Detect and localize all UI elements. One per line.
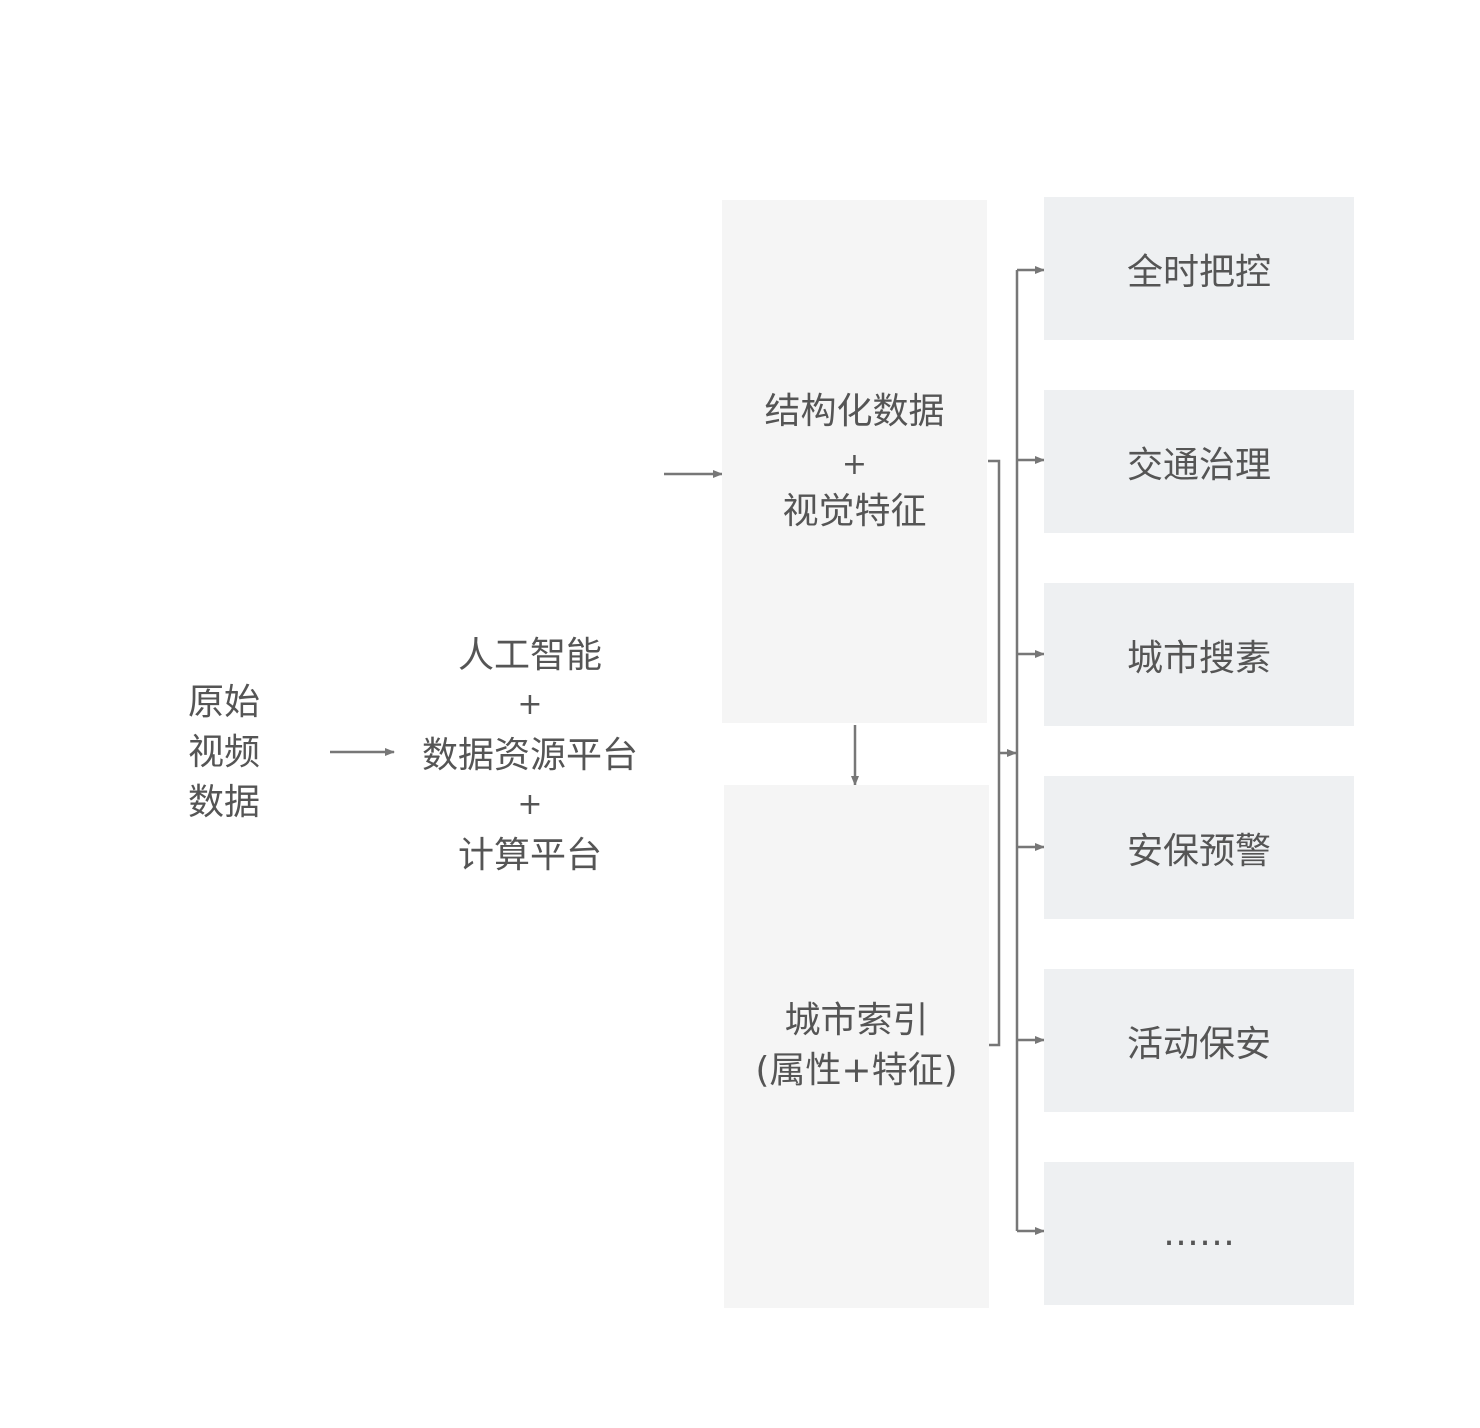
app-card-4: 安保预警 (1044, 776, 1354, 919)
city-index-panel: 城市索引 (属性+特征) (724, 785, 989, 1308)
app-card-4-label: 安保预警 (1126, 830, 1271, 872)
structured-line-2: 视觉特征 (782, 491, 927, 532)
app-card-6: …… (1044, 1162, 1354, 1305)
structured-plus: + (841, 447, 868, 482)
index-line-2: (属性+特征) (755, 1050, 958, 1091)
app-card-5: 活动保安 (1044, 969, 1354, 1112)
platform-plus-1: + (517, 687, 543, 722)
index-line-1: 城市索引 (784, 1000, 929, 1041)
app-card-3: 城市搜素 (1044, 583, 1354, 726)
source-line-3: 数据 (188, 782, 261, 823)
structured-line-1: 结构化数据 (764, 391, 945, 432)
app-card-2-label: 交通治理 (1126, 444, 1271, 486)
app-card-2: 交通治理 (1044, 390, 1354, 533)
source-line-1: 原始 (188, 682, 261, 723)
app-card-6-label: …… (1163, 1213, 1235, 1254)
app-card-1: 全时把控 (1044, 197, 1354, 340)
platform-line-2: 数据资源平台 (421, 735, 638, 776)
platform-line-3: 计算平台 (457, 835, 602, 876)
platform-plus-2: + (517, 787, 543, 822)
app-card-3-label: 城市搜素 (1126, 637, 1271, 679)
structured-data-panel: 结构化数据 + 视觉特征 (722, 200, 987, 723)
app-card-1-label: 全时把控 (1126, 251, 1271, 293)
platform-line-1: 人工智能 (457, 635, 602, 676)
group-bracket (988, 459, 1001, 1047)
app-card-5-label: 活动保安 (1126, 1023, 1271, 1065)
source-line-2: 视频 (188, 732, 261, 773)
